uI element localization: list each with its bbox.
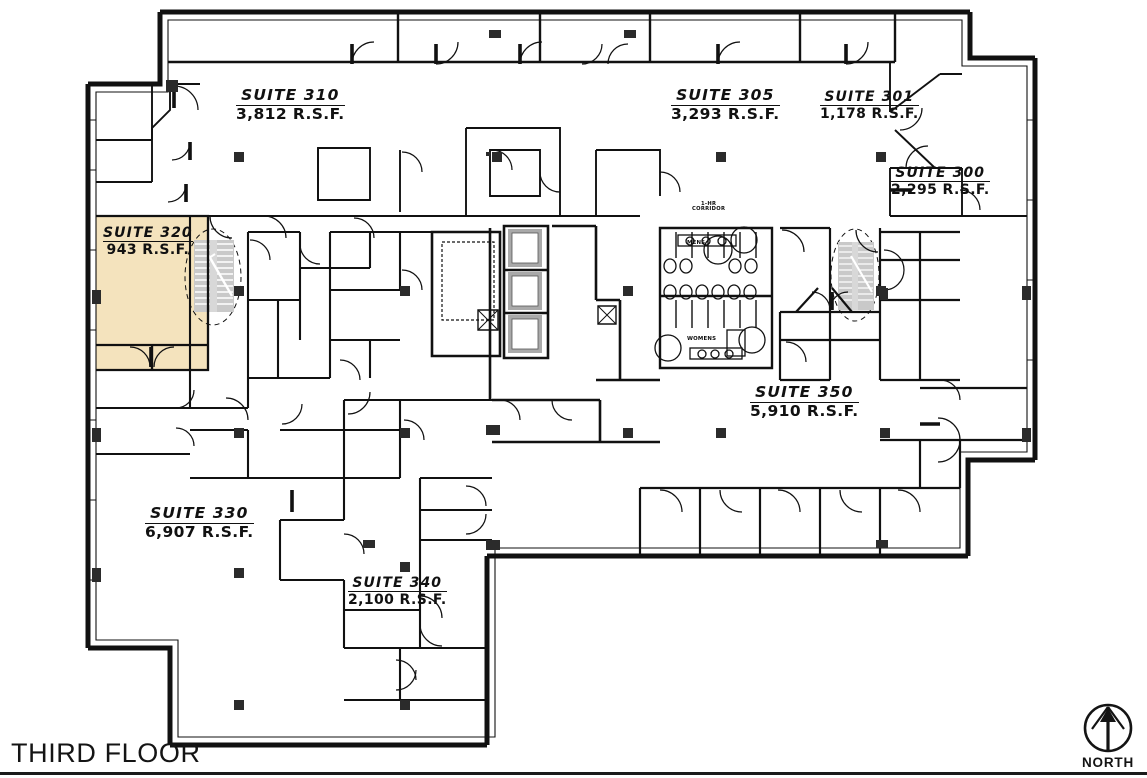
mens-restroom-line1: MENS [687,240,706,246]
building-exterior-inner-face [95,19,1028,738]
suite-350-name: SUITE 350 [750,384,859,403]
suite-330-area: 6,907 R.S.F. [145,522,254,541]
suite-301-name: SUITE 301 [820,90,919,107]
building-exterior-walls [85,9,1038,748]
mens-restroom-label: MENS [687,240,706,247]
suite-320-highlight-region[interactable] [96,216,208,370]
restroom-fixtures [654,226,766,362]
suite-301-area: 1,178 R.S.F. [820,106,919,123]
central-core-walls [430,224,617,360]
suite-310-area: 3,812 R.S.F. [236,104,345,123]
stairwell-east-graphic [830,228,880,322]
title-underline-rule [0,772,1147,775]
suite-350-area: 5,910 R.S.F. [750,401,859,420]
corridor-rating-line1: 1-HR [700,201,717,207]
corridor-rating-line2: CORRIDOR [692,206,726,213]
suite-340-name: SUITE 340 [348,576,447,593]
north-wing-rooms [96,62,1027,217]
suite-340-area: 2,100 R.S.F. [348,592,447,609]
suite-330-name: SUITE 330 [145,505,254,524]
window-marks [88,119,1035,581]
door-swings [129,41,981,691]
north-wing-partitions [168,12,897,64]
suite-310-name: SUITE 310 [236,87,345,106]
womens-restroom-line1: WOMENS [687,336,717,342]
compass-north-arrow-icon [1083,703,1133,753]
suite-320-name: SUITE 320 [103,225,193,243]
north-label: NORTH [1082,755,1134,770]
stairwell-west-graphic [184,228,242,326]
suite-300-name: SUITE 300 [891,166,990,183]
restroom-core [658,226,774,370]
womens-restroom-label: WOMENS [687,336,717,343]
suite-305-name: SUITE 305 [671,87,780,106]
east-wing-partitions [638,226,1027,556]
structural-columns [92,30,1031,710]
north-indicator: NORTH [1076,702,1140,770]
elevator-shafts-graphic [508,229,542,353]
page-title: THIRD FLOOR [11,738,201,768]
suite-320-outline[interactable] [96,214,210,372]
suite-300-area: 2,295 R.S.F. [891,182,990,199]
suite-320-area: 943 R.S.F. [106,242,190,259]
suite-305-area: 3,293 R.S.F. [671,104,780,123]
